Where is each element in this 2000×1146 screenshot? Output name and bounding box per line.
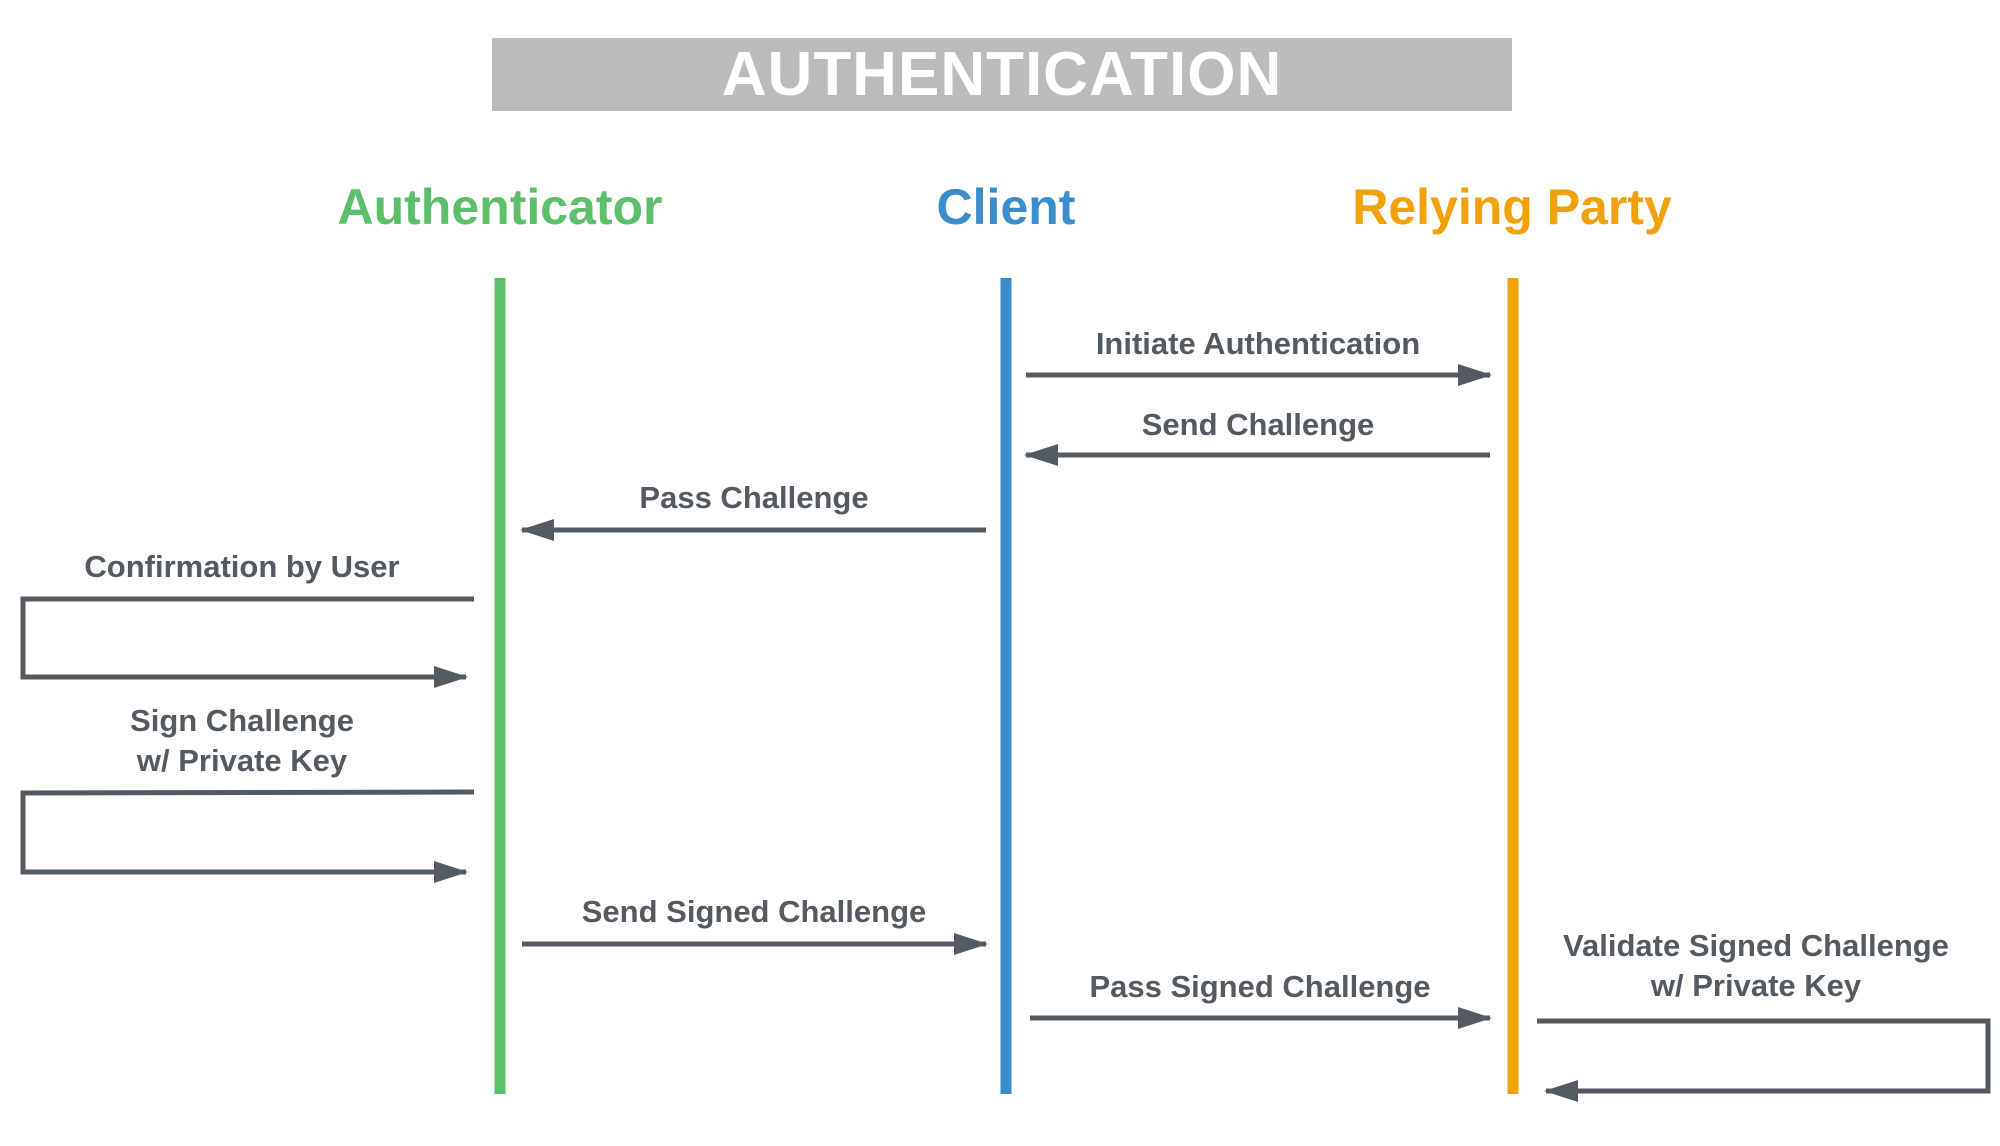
label-pass-challenge: Pass Challenge — [639, 480, 868, 515]
actor-relying-party: Relying Party — [1352, 179, 1672, 235]
label-sign-challenge-line2: w/ Private Key — [136, 743, 348, 778]
label-sign-challenge-line1: Sign Challenge — [130, 703, 354, 738]
actor-authenticator: Authenticator — [337, 179, 663, 235]
arrow-sign-challenge-loop — [20, 789, 475, 883]
label-initiate-authentication: Initiate Authentication — [1096, 326, 1420, 361]
label-validate-line2: w/ Private Key — [1650, 968, 1862, 1003]
label-pass-signed-challenge: Pass Signed Challenge — [1089, 969, 1430, 1004]
arrow-validate-loop — [1537, 1018, 1991, 1102]
label-validate-line1: Validate Signed Challenge — [1563, 928, 1949, 963]
diagram-title: AUTHENTICATION — [721, 40, 1283, 109]
arrow-confirmation-loop — [20, 596, 474, 688]
title-banner: AUTHENTICATION — [492, 38, 1512, 111]
label-confirmation-by-user: Confirmation by User — [84, 549, 399, 584]
label-send-challenge: Send Challenge — [1142, 407, 1375, 442]
label-send-signed-challenge: Send Signed Challenge — [582, 894, 927, 929]
actor-client: Client — [936, 179, 1076, 235]
